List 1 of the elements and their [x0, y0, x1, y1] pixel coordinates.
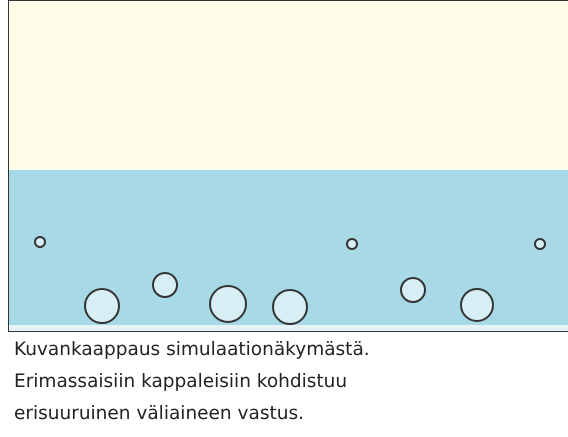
caption-text: Kuvankaappaus simulaationäkymästä. Erimassaisiin kappaleisiin kohdistuu erisuuruinen väliaineen vastus.: [14, 338, 371, 426]
